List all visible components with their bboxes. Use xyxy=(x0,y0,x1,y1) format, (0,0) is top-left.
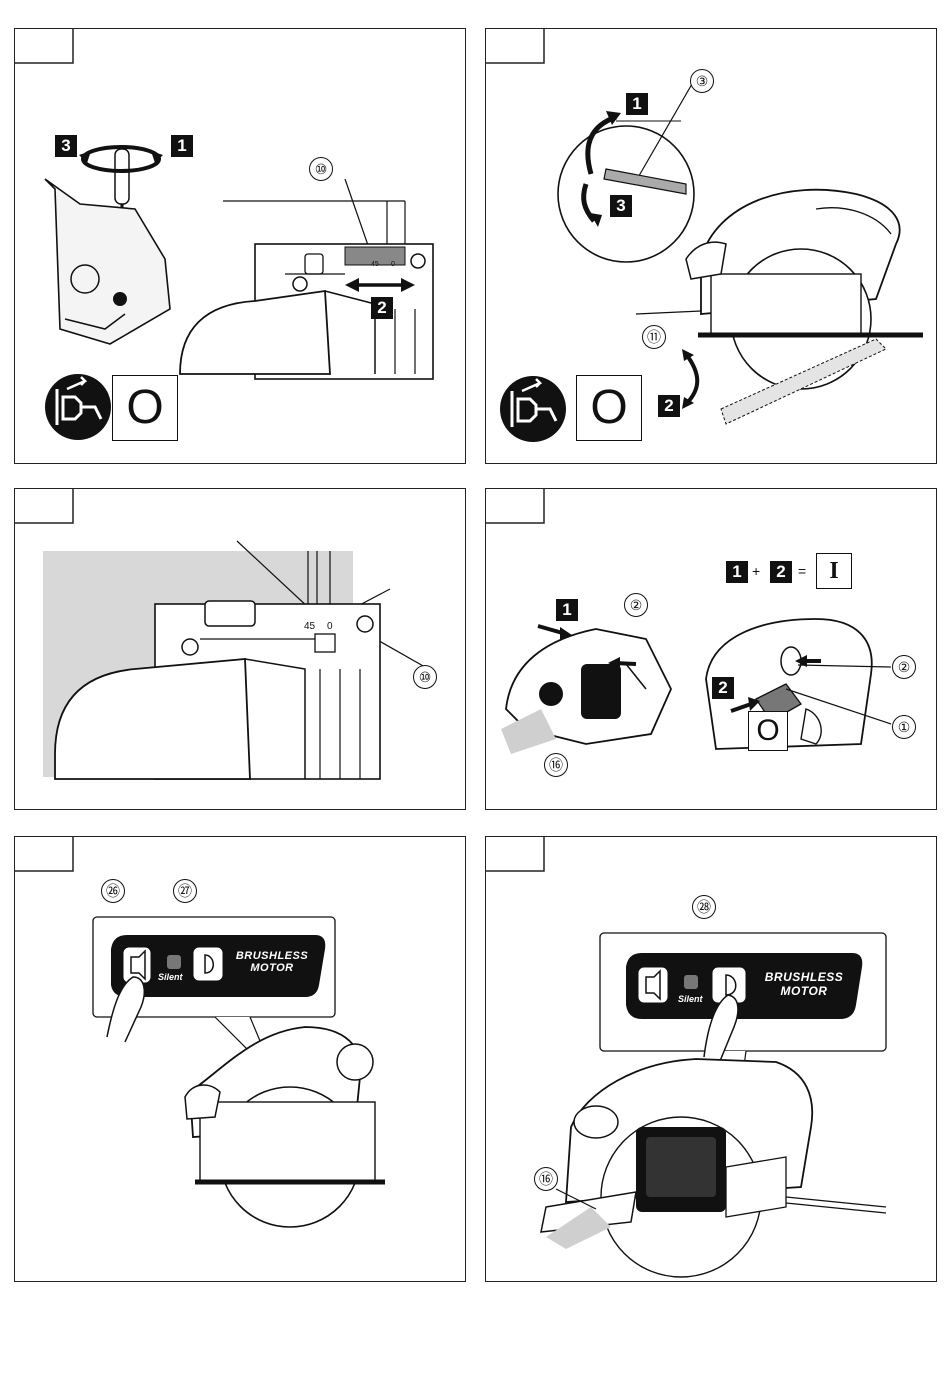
callout-28: ㉘ xyxy=(692,895,716,919)
scale-mark-0: 0 xyxy=(327,621,333,632)
scale-mark-45: 45 xyxy=(304,621,315,632)
panel-1-illustration xyxy=(15,29,465,463)
panel-6-work-light: ㉘ ⑯ Silent BRUSHLESS MOTOR xyxy=(485,836,937,1282)
step-3-marker: 3 xyxy=(55,135,77,157)
panel-5-illustration xyxy=(15,837,465,1281)
brand-line-2: MOTOR xyxy=(227,963,317,975)
callout-10: ⑩ xyxy=(309,157,333,181)
step-1-marker: 1 xyxy=(171,135,193,157)
formula-step-2: 2 xyxy=(770,561,792,583)
step-1-marker: 1 xyxy=(556,599,578,621)
callout-27: ㉗ xyxy=(173,879,197,903)
brand-line-1: BRUSHLESS xyxy=(754,971,854,984)
panel-4-switch-operation: 1 + 2 = I 1 2 ② ⑯ ② ① O xyxy=(485,488,937,810)
panel-2-illustration xyxy=(486,29,936,463)
brand-line-1: BRUSHLESS xyxy=(227,951,317,963)
step-2-marker: 2 xyxy=(658,395,680,417)
switch-off-symbol: O xyxy=(112,375,178,441)
formula-plus: + xyxy=(752,563,760,579)
step-3-marker: 3 xyxy=(610,195,632,217)
step-1-marker: 1 xyxy=(626,93,648,115)
switch-on-symbol: I xyxy=(816,553,852,589)
callout-1: ① xyxy=(892,715,916,739)
scale-mark-0: 0 xyxy=(391,261,395,268)
callout-11: ⑪ xyxy=(642,325,666,349)
panel-1-bevel-stopper-adjust: 3 1 2 ⑩ 45 0 O xyxy=(14,28,466,464)
callout-16: ⑯ xyxy=(544,753,568,777)
callout-2-left: ② xyxy=(624,593,648,617)
formula-equals: = xyxy=(798,563,806,579)
panel-3-angle-indicator: 45 0 ⑩ xyxy=(14,488,466,810)
callout-16: ⑯ xyxy=(534,1167,558,1191)
scale-mark-45: 45 xyxy=(371,261,379,268)
callout-26: ㉖ xyxy=(101,879,125,903)
switch-off-symbol: O xyxy=(748,711,788,751)
panel-5-silent-mode: ㉖ ㉗ Silent BRUSHLESS MOTOR xyxy=(14,836,466,1282)
switch-off-symbol: O xyxy=(576,375,642,441)
callout-10: ⑩ xyxy=(413,665,437,689)
formula-step-1: 1 xyxy=(726,561,748,583)
step-2-marker: 2 xyxy=(371,297,393,319)
callout-3: ③ xyxy=(690,69,714,93)
panel-3-illustration xyxy=(15,489,465,809)
brand-line-2: MOTOR xyxy=(754,985,854,998)
panel-2-bevel-angle-check: 1 3 2 ③ ⑪ O xyxy=(485,28,937,464)
silent-label: Silent xyxy=(678,995,703,1004)
silent-label: Silent xyxy=(158,973,183,982)
callout-2-right: ② xyxy=(892,655,916,679)
step-2-marker: 2 xyxy=(712,677,734,699)
